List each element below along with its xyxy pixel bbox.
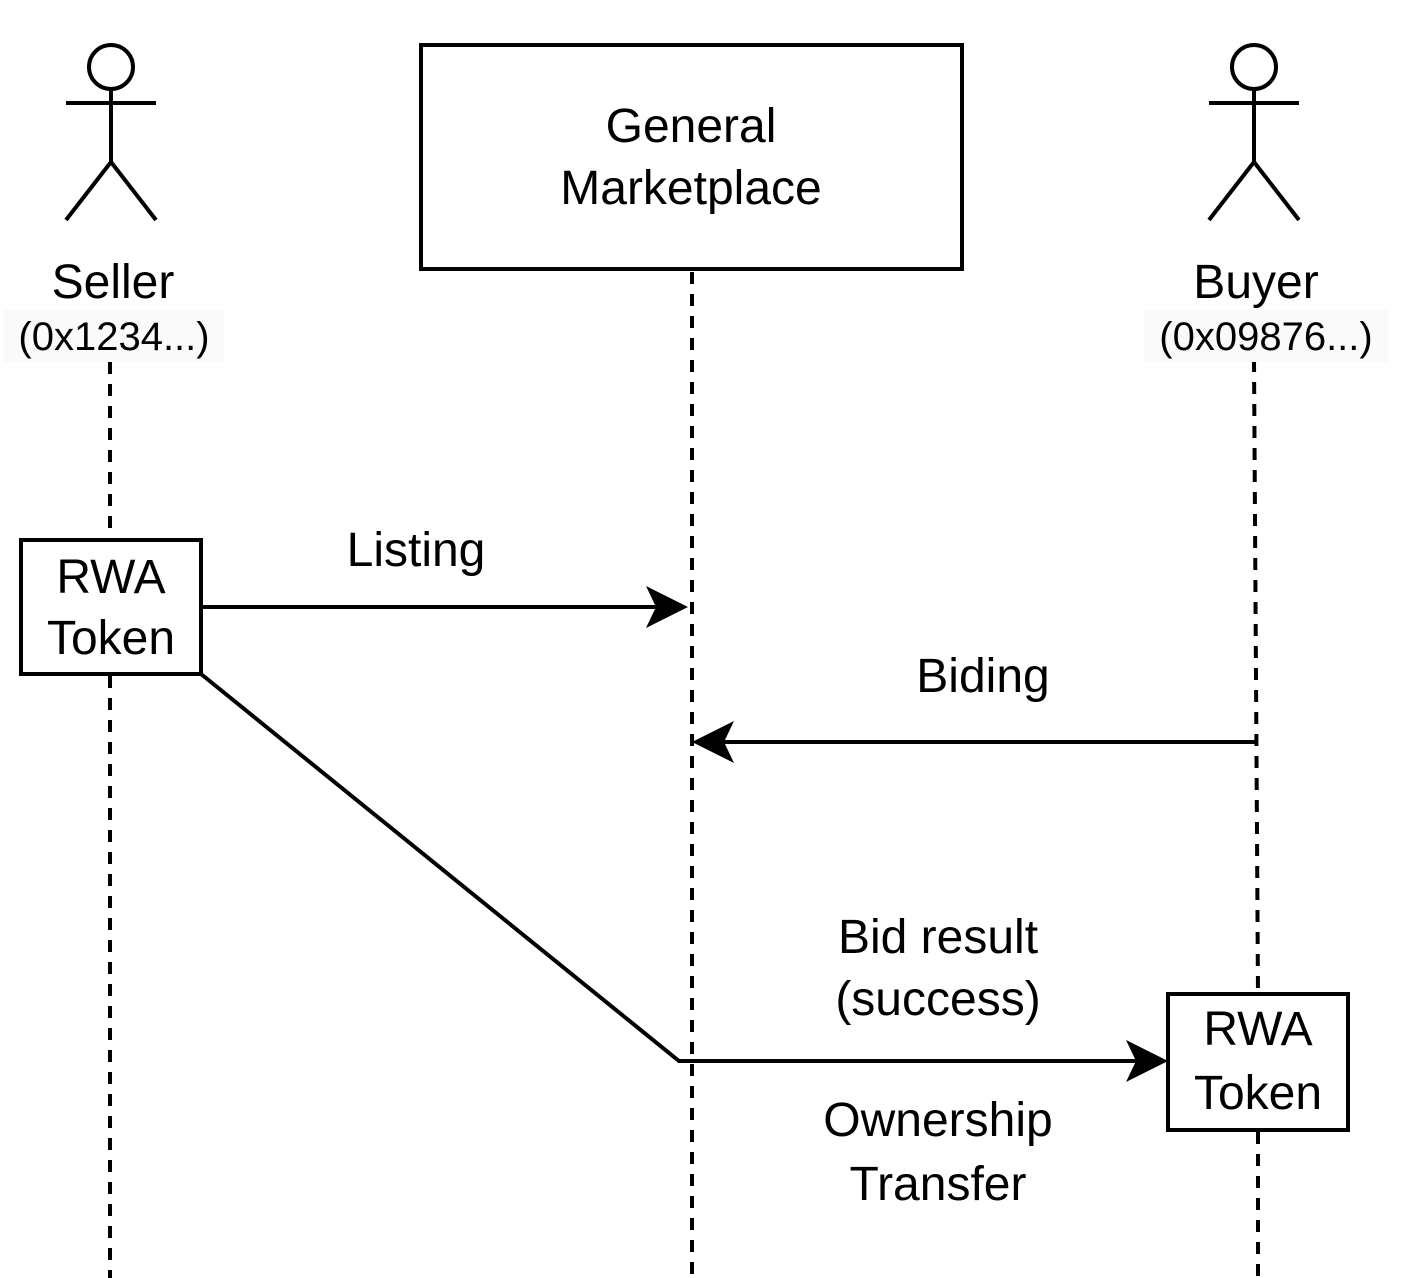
ownership-line1: Ownership bbox=[823, 1094, 1052, 1147]
marketplace-label-line2: Marketplace bbox=[560, 162, 821, 215]
seller-token-line1: RWA bbox=[56, 551, 165, 604]
bid-result-line1: Bid result bbox=[838, 911, 1038, 964]
marketplace-box bbox=[419, 43, 964, 271]
buyer-name: Buyer bbox=[1193, 256, 1318, 309]
marketplace-label-line1: General bbox=[606, 100, 777, 153]
seller-address: (0x1234...) bbox=[18, 315, 209, 359]
bid-result-line2: (success) bbox=[835, 973, 1040, 1026]
buyer-token-line2: Token bbox=[1194, 1067, 1322, 1120]
buyer-actor-icon bbox=[1207, 43, 1301, 222]
seller-address-bg bbox=[4, 310, 224, 362]
ownership-transfer-arrowhead bbox=[1126, 1040, 1168, 1082]
seller-token-line2: Token bbox=[47, 612, 175, 665]
ownership-transfer-path bbox=[199, 672, 1158, 1063]
buyer-token-box bbox=[1166, 992, 1350, 1132]
buyer-address-bg bbox=[1144, 310, 1388, 362]
listing-arrowhead bbox=[646, 586, 688, 628]
buyer-address: (0x09876...) bbox=[1159, 315, 1372, 359]
seller-name: Seller bbox=[52, 256, 175, 309]
biding-arrowhead bbox=[692, 721, 734, 763]
seller-actor-icon bbox=[64, 43, 158, 222]
listing-label: Listing bbox=[347, 524, 486, 577]
seller-token-box bbox=[19, 538, 203, 676]
buyer-lifeline-top bbox=[1252, 359, 1260, 995]
ownership-line2: Transfer bbox=[850, 1158, 1027, 1211]
buyer-token-line1: RWA bbox=[1203, 1003, 1312, 1056]
biding-label: Biding bbox=[916, 650, 1049, 703]
